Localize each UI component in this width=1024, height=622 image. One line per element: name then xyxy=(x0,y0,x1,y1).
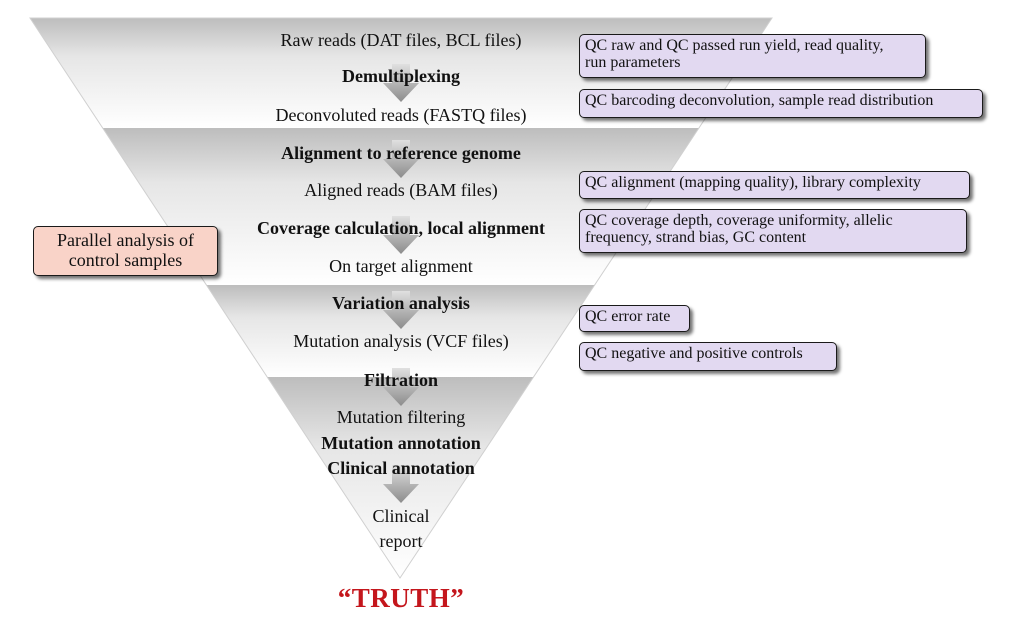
step-clinical-annotation: Clinical annotation xyxy=(327,458,475,478)
qc-box-line: frequency, strand bias, GC content xyxy=(585,229,807,246)
control-samples-box: Parallel analysis of control samples xyxy=(33,226,218,276)
down-arrow-icon xyxy=(383,216,419,254)
qc-box-coverage: QC coverage depth, coverage uniformity, … xyxy=(579,209,967,253)
step-variation-analysis: Variation analysis xyxy=(332,293,470,313)
down-arrow-icon xyxy=(383,291,419,329)
control-box-line: Parallel analysis of xyxy=(57,230,194,250)
qc-box-line: QC raw and QC passed run yield, read qua… xyxy=(585,37,884,54)
step-alignment: Alignment to reference genome xyxy=(281,143,521,163)
qc-box-line: QC barcoding deconvolution, sample read … xyxy=(585,92,934,109)
step-demultiplexing: Demultiplexing xyxy=(341,66,461,86)
qc-box-error-rate: QC error rate xyxy=(579,305,690,332)
step-mutation-annotation: Mutation annotation xyxy=(321,433,481,453)
qc-box-run-yield: QC raw and QC passed run yield, read qua… xyxy=(579,34,926,78)
funnel-band-3 xyxy=(30,285,772,377)
qc-box-alignment: QC alignment (mapping quality), library … xyxy=(579,171,970,199)
step-raw-reads: Raw reads (DAT files, BCL files) xyxy=(280,30,522,50)
qc-box-line: QC alignment (mapping quality), library … xyxy=(585,174,921,191)
step-clinical-report-line2: report xyxy=(379,531,423,551)
step-mutation-analysis: Mutation analysis (VCF files) xyxy=(293,331,509,351)
qc-box-line: QC negative and positive controls xyxy=(585,345,803,362)
funnel-band-4 xyxy=(30,377,772,578)
step-deconvoluted-reads: Deconvoluted reads (FASTQ files) xyxy=(275,105,527,125)
step-clinical-report-line1: Clinical xyxy=(372,506,430,526)
truth-label: “TRUTH” xyxy=(337,583,465,613)
step-mutation-filtering: Mutation filtering xyxy=(336,407,466,427)
step-aligned-reads: Aligned reads (BAM files) xyxy=(304,180,498,200)
qc-box-line: QC error rate xyxy=(585,308,671,325)
step-coverage-calculation: Coverage calculation, local alignment xyxy=(257,218,545,238)
down-arrow-icon xyxy=(383,368,419,406)
step-filtration: Filtration xyxy=(364,370,438,390)
qc-box-controls: QC negative and positive controls xyxy=(579,342,837,371)
down-arrow-icon xyxy=(383,140,419,178)
down-arrow-icon xyxy=(383,64,419,102)
step-on-target-alignment: On target alignment xyxy=(329,256,473,276)
qc-box-barcoding: QC barcoding deconvolution, sample read … xyxy=(579,89,983,118)
down-arrow-icon xyxy=(383,465,419,503)
control-box-line: control samples xyxy=(68,250,183,270)
qc-box-line: run parameters xyxy=(585,54,681,71)
qc-box-line: QC coverage depth, coverage uniformity, … xyxy=(585,212,893,229)
